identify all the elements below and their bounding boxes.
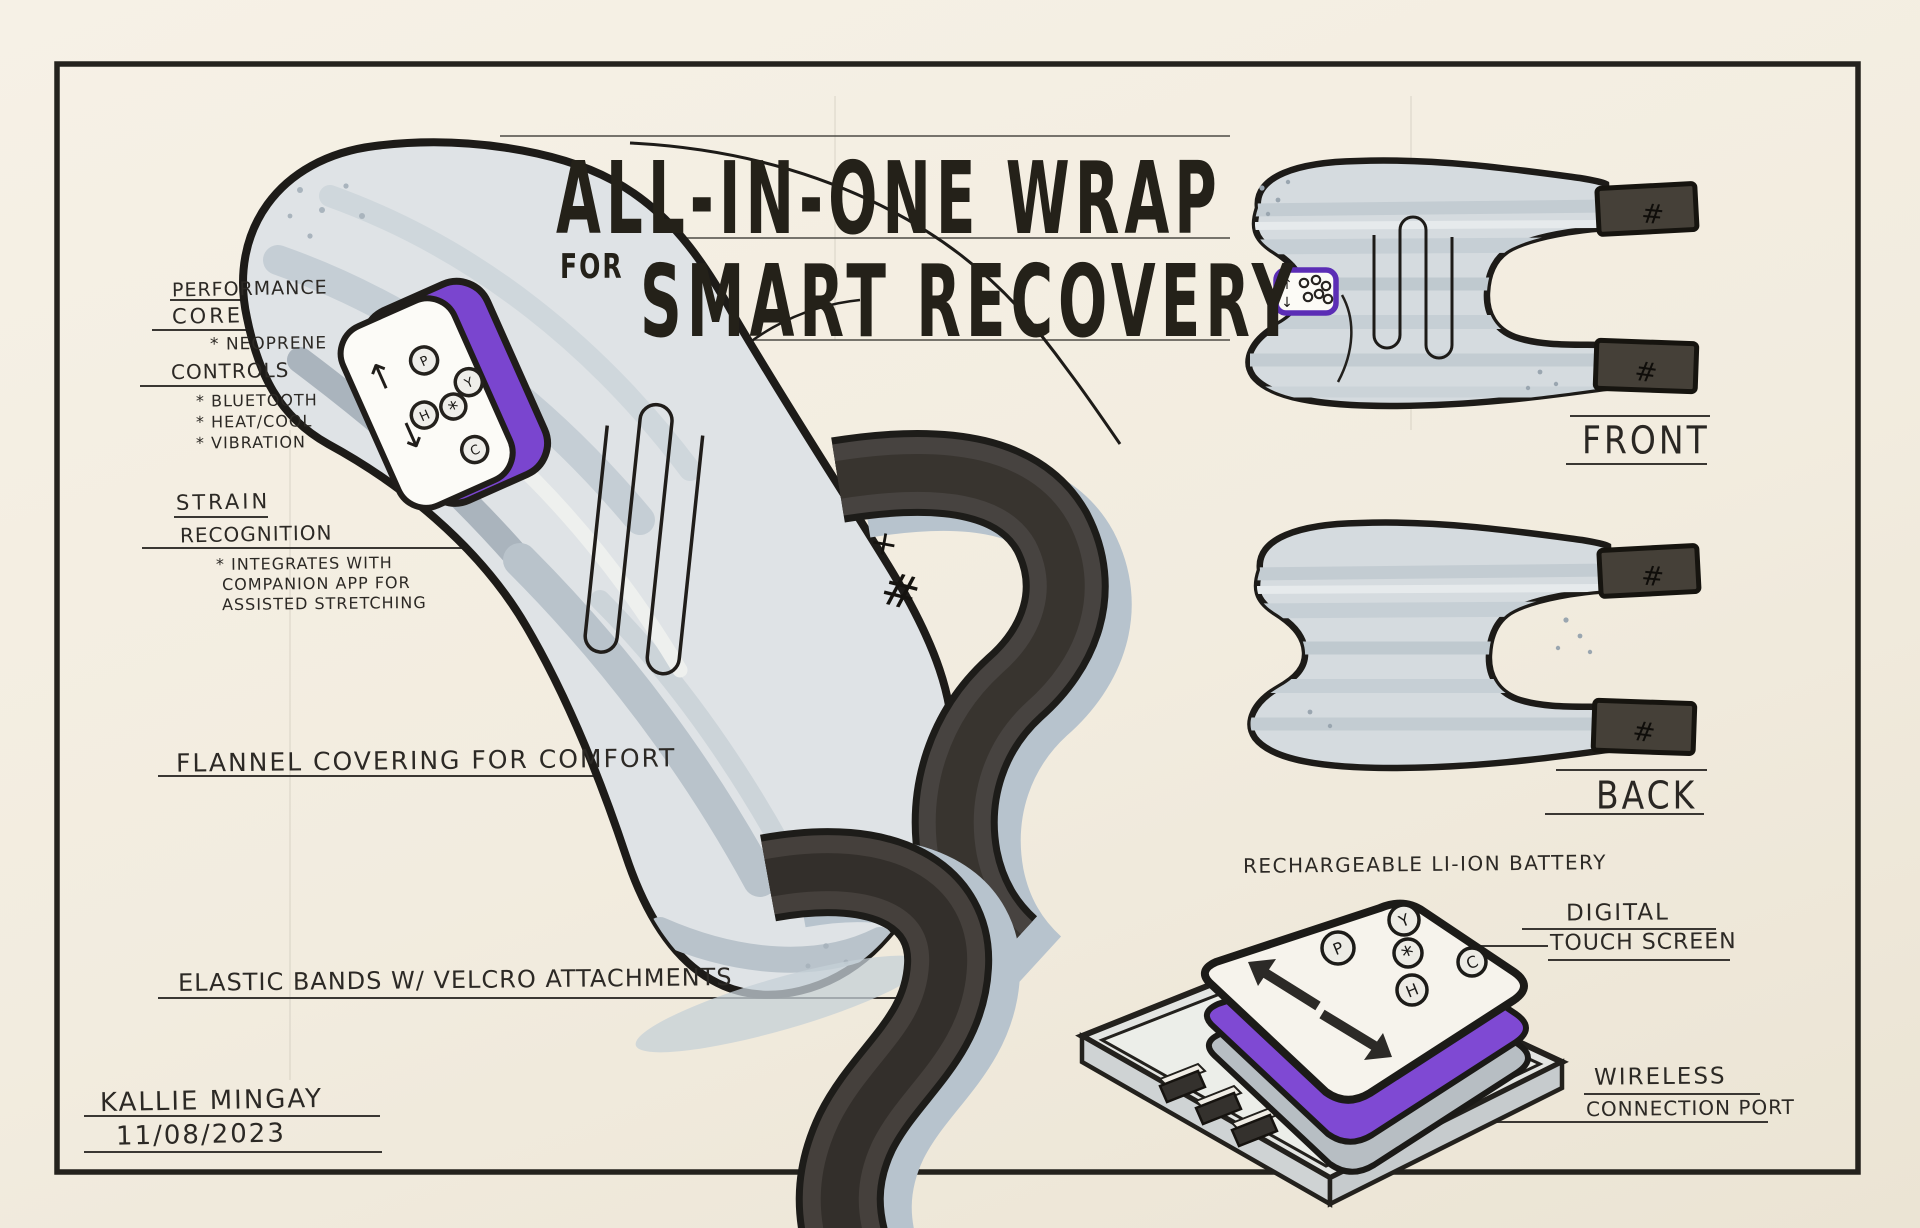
label-battery: RECHARGEABLE LI-ION BATTERY [1242,850,1608,878]
front-view-drawing: ↑ ↓ # # [1245,157,1700,410]
pad-arrow-up-icon: ↑ [1281,277,1293,293]
signature-name: KALLIE MINGAY [99,1083,324,1119]
label-front-view: FRONT [1582,418,1710,463]
dock-side-face [1327,1058,1565,1208]
label-neoprene: * NEOPRENE [209,333,328,355]
label-digital: DIGITAL [1565,899,1671,927]
label-vibration: * VIBRATION [195,432,307,453]
title-line2: SMART RECOVERY [640,243,1299,360]
label-elastic-bands: ELASTIC BANDS W/ VELCRO ATTACHMENTS [177,963,733,997]
remote-dock-drawing: P Y * C H [1075,899,1569,1208]
label-performance: PERFORMANCE [171,276,328,302]
back-view-drawing: # # [1246,523,1702,768]
dock-prongs [1158,1062,1279,1148]
front-control-pad: ↑ ↓ [1273,267,1339,316]
label-companion-app: COMPANION APP FOR [221,573,411,594]
pad-arrow-down-icon: ↓ [1281,295,1293,311]
velcro-plus-mark: + [866,521,901,565]
front-strap-top-hash: # [1640,198,1665,231]
main-wrap-drawing: ↑ ↓ P Y * H C + # [239,138,1132,1228]
back-strap-top-hash: # [1640,560,1665,593]
back-strap-top: # [1596,543,1702,599]
label-wireless: WIRELESS [1593,1063,1727,1091]
back-strap-bottom-hash: # [1631,716,1658,750]
label-connection-port: CONNECTION PORT [1585,1094,1795,1122]
label-integrates: * INTEGRATES WITH [215,553,393,574]
front-strap-top: # [1594,181,1700,237]
elastic-strap-lower [760,828,1021,1228]
frame-border [54,61,1861,1175]
label-flannel: FLANNEL COVERING FOR COMFORT [175,743,677,778]
main-wrap-shading [263,185,893,973]
back-strap-bottom: # [1590,697,1698,757]
remote-buttons [1320,903,1488,1007]
front-strap-bottom: # [1592,337,1700,395]
label-controls: CONTROLS [170,357,290,385]
front-fold-line [1336,294,1353,383]
front-speckles [1259,179,1559,391]
touch-swipe-arrows [1248,959,1392,1060]
front-strap-bottom-hash: # [1633,356,1660,390]
label-assisted-stretching: ASSISTED STRETCHING [221,592,427,615]
back-speckles [1307,617,1593,729]
label-core: CORE [171,303,244,329]
title-line1: ALL-IN-ONE WRAP [556,140,1222,257]
heating-coil-front [1372,215,1454,360]
label-heatcool: * HEAT/COOL [195,411,313,432]
label-touch-screen: TOUCH SCREEN [1549,929,1737,956]
heating-coil-main [583,402,705,676]
label-recognition: RECOGNITION [179,520,333,548]
label-strain: STRAIN [175,489,271,515]
label-back-view: BACK [1596,773,1698,818]
wrap-shadow [635,955,925,1053]
title-connector: FOR [560,247,624,287]
control-module: ↑ ↓ P Y * H C [337,277,551,511]
pad-buttons [1298,274,1334,305]
module-buttons [408,345,490,465]
label-bluetooth: * BLUETOOTH [195,390,318,411]
signature-date: 11/08/2023 [115,1118,287,1152]
